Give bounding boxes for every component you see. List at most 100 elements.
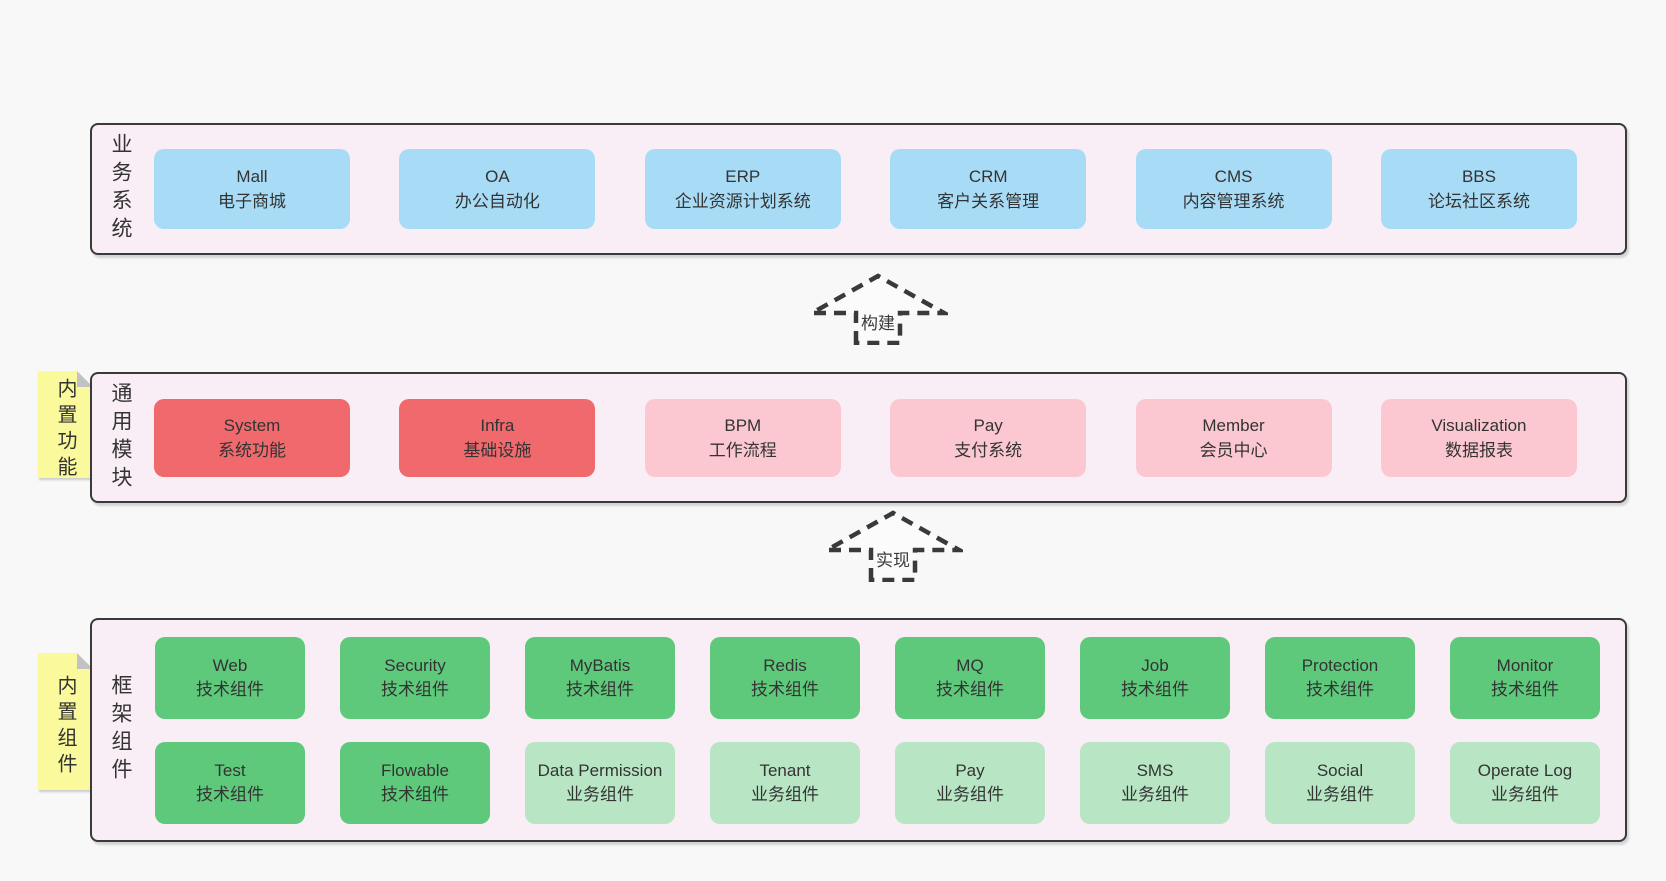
- box-subtitle: 业务组件: [751, 784, 819, 804]
- build-arrow: 构建: [808, 273, 948, 345]
- box-subtitle: 技术组件: [1306, 679, 1374, 699]
- common-modules-panel: 通用模块 System 系统功能 Infra 基础设施 BPM 工作流程 Pay…: [90, 372, 1627, 503]
- box-subtitle: 技术组件: [196, 784, 264, 804]
- box-cms: CMS 内容管理系统: [1135, 149, 1332, 229]
- box-title: Mall: [236, 167, 268, 186]
- framework-row-2: Test 技术组件 Flowable 技术组件 Data Permission …: [155, 741, 1600, 824]
- box-title: BPM: [724, 415, 762, 435]
- framework-components-panel: 框架组件 Web 技术组件 Security 技术组件 MyBatis 技术组件…: [90, 618, 1627, 842]
- box-title: CRM: [968, 167, 1008, 186]
- framework-row-1: Web 技术组件 Security 技术组件 MyBatis 技术组件 Redi…: [155, 636, 1600, 719]
- box-subtitle: 技术组件: [196, 679, 264, 699]
- box-subtitle: 办公自动化: [454, 192, 540, 211]
- business-boxes-row: Mall 电子商城 OA 办公自动化 ERP 企业资源计划系统 CRM 客户关系…: [154, 125, 1577, 253]
- box-flowable: Flowable 技术组件: [340, 741, 490, 824]
- box-mq: MQ 技术组件: [895, 636, 1045, 719]
- box-bpm: BPM 工作流程: [644, 398, 841, 477]
- implement-arrow: 实现: [823, 510, 963, 582]
- box-title: Pay: [955, 760, 985, 780]
- box-subtitle: 技术组件: [381, 679, 449, 699]
- box-subtitle: 业务组件: [1121, 784, 1189, 804]
- box-protection: Protection 技术组件: [1265, 636, 1415, 719]
- box-subtitle: 业务组件: [1306, 784, 1374, 804]
- box-title: Data Permission: [537, 760, 663, 780]
- box-system: System 系统功能: [154, 398, 350, 477]
- box-infra: Infra 基础设施: [399, 398, 596, 477]
- box-bbs: BBS 论坛社区系统: [1380, 149, 1577, 229]
- box-operate-log: Operate Log 业务组件: [1450, 741, 1600, 824]
- box-subtitle: 论坛社区系统: [1427, 192, 1530, 211]
- panel-label-modules: 通用模块: [109, 381, 132, 494]
- box-title: Infra: [480, 415, 515, 435]
- box-subtitle: 技术组件: [936, 679, 1004, 699]
- box-member: Member 会员中心: [1135, 398, 1332, 477]
- box-subtitle: 业务组件: [566, 784, 634, 804]
- box-title: OA: [485, 167, 510, 186]
- box-title: CMS: [1214, 167, 1253, 186]
- box-subtitle: 技术组件: [566, 679, 634, 699]
- box-web: Web 技术组件: [155, 636, 305, 719]
- box-title: BBS: [1461, 167, 1496, 186]
- box-social: Social 业务组件: [1265, 741, 1415, 824]
- box-title: Monitor: [1496, 655, 1554, 675]
- box-subtitle: 电子商城: [218, 192, 286, 211]
- box-subtitle: 数据报表: [1444, 440, 1513, 460]
- box-subtitle: 会员中心: [1199, 440, 1268, 460]
- box-visualization: Visualization 数据报表: [1380, 398, 1577, 477]
- box-subtitle: 技术组件: [751, 679, 819, 699]
- box-crm: CRM 客户关系管理: [890, 149, 1087, 229]
- box-title: Test: [214, 760, 246, 780]
- box-title: MQ: [956, 655, 984, 675]
- panel-label-framework: 框架组件: [109, 674, 132, 786]
- sticky-tab-label: 内置功能: [54, 377, 76, 482]
- box-oa: OA 办公自动化: [399, 149, 596, 229]
- box-monitor: Monitor 技术组件: [1450, 636, 1600, 719]
- box-pay-component: Pay 业务组件: [895, 741, 1045, 824]
- box-title: Member: [1202, 415, 1265, 435]
- box-title: Security: [384, 655, 446, 675]
- box-title: Social: [1316, 760, 1364, 780]
- box-subtitle: 技术组件: [1491, 679, 1559, 699]
- box-title: SMS: [1136, 760, 1174, 780]
- box-data-permission: Data Permission 业务组件: [525, 741, 675, 824]
- box-subtitle: 客户关系管理: [937, 192, 1040, 211]
- implement-arrow-label: 实现: [874, 546, 912, 571]
- box-title: Visualization: [1431, 415, 1527, 435]
- framework-boxes-grid: Web 技术组件 Security 技术组件 MyBatis 技术组件 Redi…: [155, 620, 1600, 840]
- box-subtitle: 内容管理系统: [1182, 192, 1285, 211]
- business-systems-panel: 业务系统 Mall 电子商城 OA 办公自动化 ERP 企业资源计划系统 CRM…: [90, 123, 1627, 255]
- box-title: MyBatis: [569, 655, 631, 675]
- box-subtitle: 支付系统: [954, 440, 1023, 460]
- box-security: Security 技术组件: [340, 636, 490, 719]
- panel-label-business: 业务系统: [109, 133, 132, 245]
- sticky-tab-label: 内置组件: [54, 674, 76, 779]
- box-subtitle: 业务组件: [1491, 784, 1559, 804]
- box-subtitle: 业务组件: [936, 784, 1004, 804]
- box-sms: SMS 业务组件: [1080, 741, 1230, 824]
- box-title: Web: [212, 655, 248, 675]
- modules-boxes-row: System 系统功能 Infra 基础设施 BPM 工作流程 Pay 支付系统…: [154, 374, 1577, 501]
- box-subtitle: 系统功能: [218, 440, 286, 460]
- box-pay-module: Pay 支付系统: [890, 398, 1087, 477]
- box-redis: Redis 技术组件: [710, 636, 860, 719]
- box-subtitle: 企业资源计划系统: [674, 192, 811, 211]
- box-subtitle: 工作流程: [708, 440, 777, 460]
- box-title: Flowable: [380, 760, 450, 780]
- sticky-tab-builtin-features: 内置功能: [38, 371, 93, 482]
- sticky-tab-builtin-components: 内置组件: [38, 653, 93, 790]
- box-subtitle: 基础设施: [463, 440, 532, 460]
- box-subtitle: 技术组件: [381, 784, 449, 804]
- box-title: System: [223, 415, 281, 435]
- box-title: Job: [1141, 655, 1169, 675]
- box-job: Job 技术组件: [1080, 636, 1230, 719]
- box-erp: ERP 企业资源计划系统: [644, 149, 841, 229]
- box-title: Tenant: [759, 760, 811, 780]
- box-mall: Mall 电子商城: [154, 149, 350, 229]
- box-title: Redis: [763, 655, 807, 675]
- build-arrow-label: 构建: [859, 309, 897, 334]
- box-title: ERP: [725, 167, 761, 186]
- box-test: Test 技术组件: [155, 741, 305, 824]
- box-subtitle: 技术组件: [1121, 679, 1189, 699]
- box-mybatis: MyBatis 技术组件: [525, 636, 675, 719]
- box-title: Pay: [973, 415, 1003, 435]
